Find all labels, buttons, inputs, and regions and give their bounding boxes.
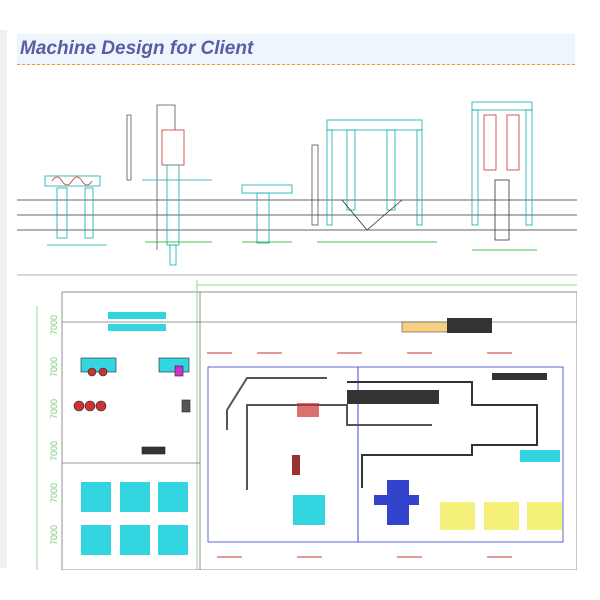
- cyan-storage-blocks: [81, 482, 188, 555]
- dimension-label: 7000: [49, 399, 59, 419]
- machine-4: [311, 119, 437, 243]
- dimension-label: 7000: [49, 357, 59, 377]
- elevation-views: [17, 101, 577, 276]
- dimension-label: 7000: [49, 525, 59, 545]
- dimension-label: 7000: [49, 441, 59, 461]
- yellow-storage-blocks: [440, 502, 562, 530]
- dimension-label: 7000: [49, 315, 59, 335]
- machine-design-drawing: 7000 7000 7000 7000 7000 7000: [17, 70, 578, 571]
- equipment-left: [73, 357, 191, 455]
- machine-5: [471, 101, 537, 251]
- machine-2: [126, 104, 212, 266]
- dimension-labels: 7000 7000 7000 7000 7000 7000: [49, 315, 59, 545]
- machine-1: [44, 175, 107, 246]
- machine-3: [241, 184, 293, 244]
- section-heading: Machine Design for Client: [17, 34, 575, 65]
- sidebar-strip: [0, 30, 7, 568]
- floor-plan: 7000 7000 7000 7000 7000 7000: [36, 280, 578, 571]
- dimension-label: 7000: [49, 483, 59, 503]
- cad-drawing: 7000 7000 7000 7000 7000 7000: [17, 101, 578, 571]
- page-title: Machine Design for Client: [20, 38, 254, 59]
